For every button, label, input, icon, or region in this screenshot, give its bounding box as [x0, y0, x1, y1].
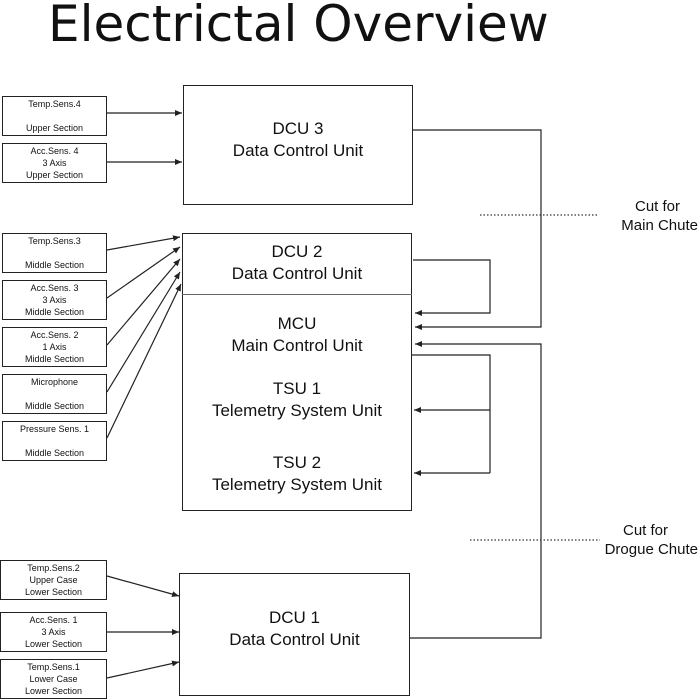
sensor-acc3: Acc.Sens. 3 3 Axis Middle Section [2, 280, 107, 320]
sensor-temp3-location: Middle Section [24, 260, 85, 270]
sensor-temp4: Temp.Sens.4 Upper Section [2, 96, 107, 136]
sensor-microphone: Microphone Middle Section [2, 374, 107, 414]
sensor-acc2-name: Acc.Sens. 2 [30, 330, 79, 340]
sensor-acc2-location: Middle Section [24, 354, 85, 364]
cut-main-line2: Main Chute [621, 217, 698, 234]
sensor-temp1-name: Temp.Sens.1 [27, 662, 80, 672]
wire-temp2-dcu1 [106, 575, 180, 598]
sensor-acc3-name: Acc.Sens. 3 [30, 283, 79, 293]
sensor-acc1-location: Lower Section [24, 639, 83, 649]
wire-acc2-dcu2 [106, 258, 181, 346]
sensor-temp2: Temp.Sens.2 Upper Case Lower Section [0, 560, 107, 600]
cut-drogue-chute-label: Cut for Drogue Chute [605, 521, 698, 559]
dcu3-title: DCU 3 [272, 119, 324, 138]
dcu3-label: DCU 3 Data Control Unit [183, 118, 413, 162]
sensor-acc1: Acc.Sens. 1 3 Axis Lower Section [0, 612, 107, 652]
sensor-temp4-location: Upper Section [25, 123, 84, 133]
mcu-label: MCU Main Control Unit [182, 313, 412, 357]
sensor-temp1-location: Lower Section [24, 686, 83, 696]
sensor-acc3-detail: 3 Axis [42, 295, 67, 305]
divider-dcu2-mcu [182, 294, 412, 295]
sensor-acc4: Acc.Sens. 4 3 Axis Upper Section [2, 143, 107, 183]
dcu1-label: DCU 1 Data Control Unit [179, 607, 410, 651]
sensor-temp1-detail: Lower Case [29, 674, 78, 684]
tsu2-subtitle: Telemetry System Unit [211, 475, 383, 494]
mcu-subtitle: Main Control Unit [231, 336, 363, 355]
tsu1-title: TSU 1 [272, 379, 322, 398]
sensor-pressure1: Pressure Sens. 1 Middle Section [2, 421, 107, 461]
sensor-acc1-name: Acc.Sens. 1 [29, 615, 78, 625]
sensor-temp3: Temp.Sens.3 Middle Section [2, 233, 107, 273]
tsu1-subtitle: Telemetry System Unit [211, 401, 383, 420]
diagram-title: Electrictal Overview [48, 0, 549, 53]
wire-dcu3-mcu [413, 129, 542, 330]
cut-drogue-line1: Cut for [622, 522, 668, 539]
wire-dcu1-mcu [410, 341, 542, 639]
sensor-mic-name: Microphone [30, 377, 79, 387]
cut-main-chute-label: Cut for Main Chute [621, 197, 698, 235]
sensor-mic-location: Middle Section [24, 401, 85, 411]
dcu2-label: DCU 2 Data Control Unit [182, 241, 412, 285]
wire-dcu2-mcu [413, 259, 491, 316]
dcu3-subtitle: Data Control Unit [232, 141, 364, 160]
wire-acc3-dcu2 [106, 246, 181, 299]
dcu1-box [179, 573, 410, 696]
cut-main-line1: Cut for [634, 198, 680, 215]
dcu3-box [183, 85, 413, 205]
sensor-temp2-location: Lower Section [24, 587, 83, 597]
wire-temp1-dcu1 [106, 660, 180, 679]
sensor-acc3-location: Middle Section [24, 307, 85, 317]
sensor-acc4-detail: 3 Axis [42, 158, 67, 168]
mcu-title: MCU [277, 314, 317, 333]
dcu1-title: DCU 1 [268, 608, 320, 627]
control-stack-box [182, 233, 412, 511]
sensor-acc2: Acc.Sens. 2 1 Axis Middle Section [2, 327, 107, 367]
sensor-temp2-name: Temp.Sens.2 [27, 563, 80, 573]
sensor-acc4-name: Acc.Sens. 4 [30, 146, 79, 156]
cut-drogue-line2: Drogue Chute [604, 541, 698, 558]
sensor-temp4-name: Temp.Sens.4 [28, 99, 81, 109]
sensor-press1-name: Pressure Sens. 1 [19, 424, 90, 434]
tsu1-label: TSU 1 Telemetry System Unit [182, 378, 412, 422]
dcu2-subtitle: Data Control Unit [231, 264, 363, 283]
wire-mic-dcu2 [106, 271, 181, 393]
wire-press1-dcu2 [106, 283, 182, 439]
tsu2-label: TSU 2 Telemetry System Unit [182, 452, 412, 496]
sensor-acc4-location: Upper Section [25, 170, 84, 180]
sensor-temp3-name: Temp.Sens.3 [28, 236, 81, 246]
wire-mcu-tsu [412, 354, 491, 473]
sensor-acc2-detail: 1 Axis [42, 342, 67, 352]
dcu2-title: DCU 2 [271, 242, 323, 261]
wire-temp3-dcu2 [106, 235, 181, 251]
sensor-acc1-detail: 3 Axis [41, 627, 66, 637]
tsu2-title: TSU 2 [272, 453, 322, 472]
dcu1-subtitle: Data Control Unit [229, 630, 360, 649]
sensor-press1-location: Middle Section [24, 448, 85, 458]
sensor-temp1: Temp.Sens.1 Lower Case Lower Section [0, 659, 107, 699]
sensor-temp2-detail: Upper Case [29, 575, 78, 585]
